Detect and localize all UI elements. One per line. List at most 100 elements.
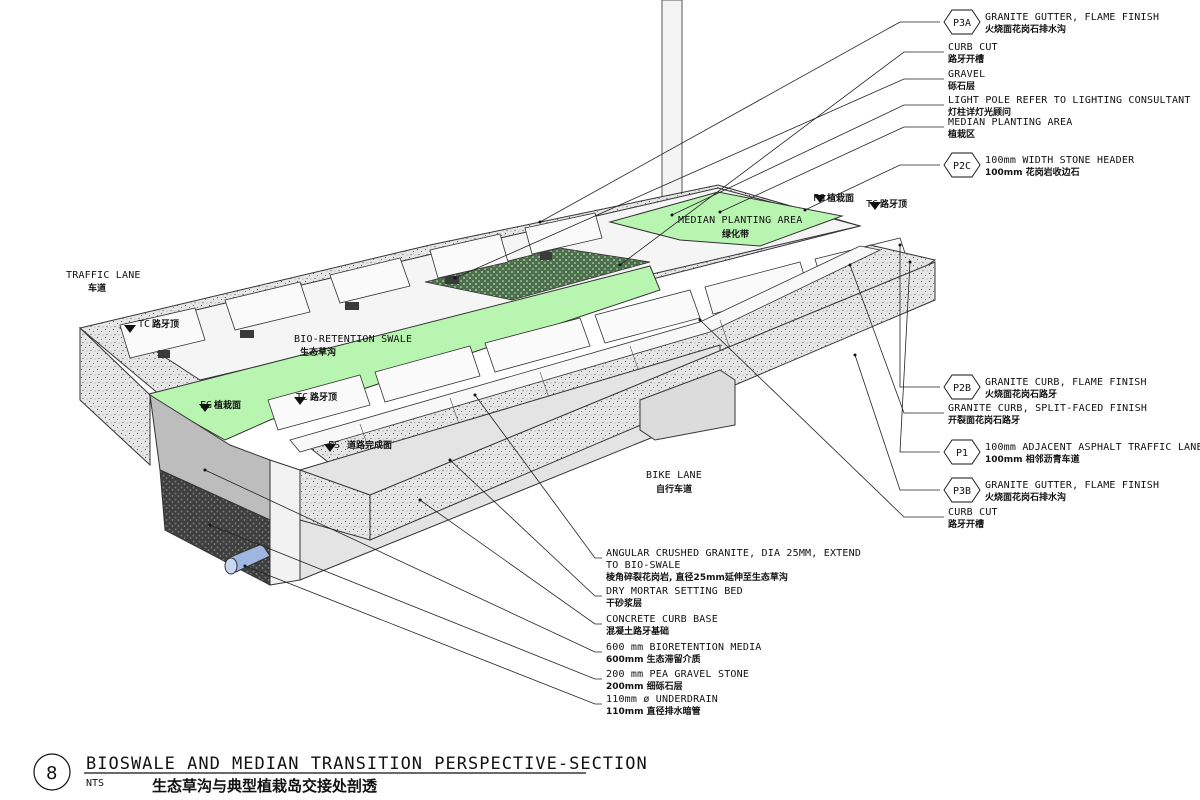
callout-label: DRY MORTAR SETTING BED [606,586,743,597]
concrete-curb-base-section [269,459,301,586]
bike-lane-label: BIKE LANE [646,470,702,481]
callout-tag: P3A [953,18,971,29]
callout-right-3: LIGHT POLE REFER TO LIGHTING CONSULTANT灯… [670,95,1191,217]
callout-label-cn: 火烧面花岗石排水沟 [985,491,1066,503]
drawing-number: 8 [46,763,57,784]
callout-label-cn: 砾石层 [948,80,975,92]
callout-label: CURB CUT [948,42,998,53]
callout-label: 110mm ø UNDERDRAIN [606,694,718,705]
fg-mark-1: FG [200,400,212,411]
title-block: 8 BIOSWALE AND MEDIAN TRANSITION PERSPEC… [33,753,648,795]
elevation-marks: TC 路牙顶 TC 路牙顶 TC 路牙顶 FG 植栽面 FG 植栽面 FS 道路… [124,192,907,452]
drawing-scale: NTS [86,778,104,789]
in-drawing-labels: TRAFFIC LANE 车道 BIO-RETENTION SWALE 生态草沟… [66,192,907,495]
callout-label-cn: 600mm 生态滞留介质 [606,653,701,665]
bioswale-label-cn: 生态草沟 [300,346,336,358]
callout-label: 100mm ADJACENT ASPHALT TRAFFIC LANE [985,442,1200,453]
callout-tag: P2C [953,161,971,172]
curb-blocks-far [119,212,603,359]
section-geometry [78,0,937,586]
underdrain-pipe [224,543,271,575]
callout-label-cn: 开裂面花岗石路牙 [948,414,1020,426]
callout-label-cn: 200mm 细砾石层 [606,680,683,692]
tag-hexagon [943,9,981,35]
callout-tag: P3B [953,486,971,497]
callout-label: GRANITE CURB, SPLIT-FACED FINISH [948,403,1147,414]
gravel-patch-median [424,247,651,301]
drain-box [639,369,736,441]
drawing-number-circle [33,753,71,791]
bottom-callouts: ANGULAR CRUSHED GRANITE, DIA 25MM, EXTEN… [203,393,861,717]
tag-hexagon [943,152,981,178]
callout-label-line2: TO BIO-SWALE [606,560,681,571]
tc-mark-3: TC [866,199,878,210]
callout-label: LIGHT POLE REFER TO LIGHTING CONSULTANT [948,95,1191,106]
tc-mark-3-cn: 路牙顶 [880,198,907,210]
tc-mark-1-cn: 路牙顶 [152,318,179,330]
median-planting-area [608,191,844,247]
callout-label: 600 mm BIORETENTION MEDIA [606,642,762,653]
callout-tag: P1 [956,448,968,459]
callout-label-cn: 100mm 相邻沥青车道 [985,453,1080,465]
callout-label: CURB CUT [948,507,998,518]
tag-hexagon [943,439,981,465]
tc-mark-2-cn: 路牙顶 [310,391,337,403]
callout-label: CONCRETE CURB BASE [606,614,718,625]
tc-mark-1: TC [138,319,150,330]
callout-label: MEDIAN PLANTING AREA [948,117,1072,128]
fs-mark: FS [328,440,340,451]
callout-label-cn: 灯柱详灯光顾问 [948,106,1011,118]
callout-label-cn: 棱角碎裂花岗岩, 直径25mm延伸至生态草沟 [606,571,788,583]
callout-label: 200 mm PEA GRAVEL STONE [606,669,749,680]
callout-label-cn: 火烧面花岗石路牙 [985,388,1057,400]
callout-right-8: P1 100mm ADJACENT ASPHALT TRAFFIC LANE100… [899,260,1200,465]
callout-label-cn: 火烧面花岗石排水沟 [985,23,1066,35]
callout-label-cn: 植栽区 [947,128,975,140]
callout-label: GRANITE GUTTER, FLAME FINISH [985,12,1159,23]
callout-label: 100mm WIDTH STONE HEADER [985,155,1135,166]
fs-mark-cn: 道路完成面 [347,439,392,451]
callout-label: GRAVEL [948,69,985,80]
traffic-lane-label-cn: 车道 [88,282,106,294]
bioswale-label: BIO-RETENTION SWALE [294,334,412,345]
median-label-cn: 绿化带 [722,228,749,240]
callout-label-cn: 110mm 直径排水暗管 [606,705,701,717]
callout-label-cn: 100mm 花岗岩收边石 [985,166,1080,178]
bike-lane-label-cn: 自行车道 [656,483,692,495]
fg-mark-2: FG [813,193,825,204]
traffic-lane-label: TRAFFIC LANE [66,270,141,281]
tag-hexagon [943,477,981,503]
fg-mark-1-cn: 植栽面 [213,399,241,411]
callout-label-cn: 干砂浆层 [606,597,642,609]
tc-mark-2: TC [296,392,308,403]
callout-label-cn: 路牙开槽 [948,53,984,65]
callout-label-cn: 混凝土路牙基础 [606,625,669,637]
drawing-title: BIOSWALE AND MEDIAN TRANSITION PERSPECTI… [86,754,648,774]
callout-label: GRANITE GUTTER, FLAME FINISH [985,480,1159,491]
median-label: MEDIAN PLANTING AREA [678,215,802,226]
callout-label-cn: 路牙开槽 [948,518,984,530]
bike-lane-curb [289,245,882,453]
tag-hexagon [943,374,981,400]
traffic-lane-section-face [79,326,151,467]
callout-label: GRANITE CURB, FLAME FINISH [985,377,1147,388]
fg-mark-2-cn: 植栽面 [826,192,854,204]
callout-bottom-0: ANGULAR CRUSHED GRANITE, DIA 25MM, EXTEN… [473,393,861,583]
callout-label: ANGULAR CRUSHED GRANITE, DIA 25MM, EXTEN… [606,548,861,559]
callout-tag: P2B [953,383,971,394]
